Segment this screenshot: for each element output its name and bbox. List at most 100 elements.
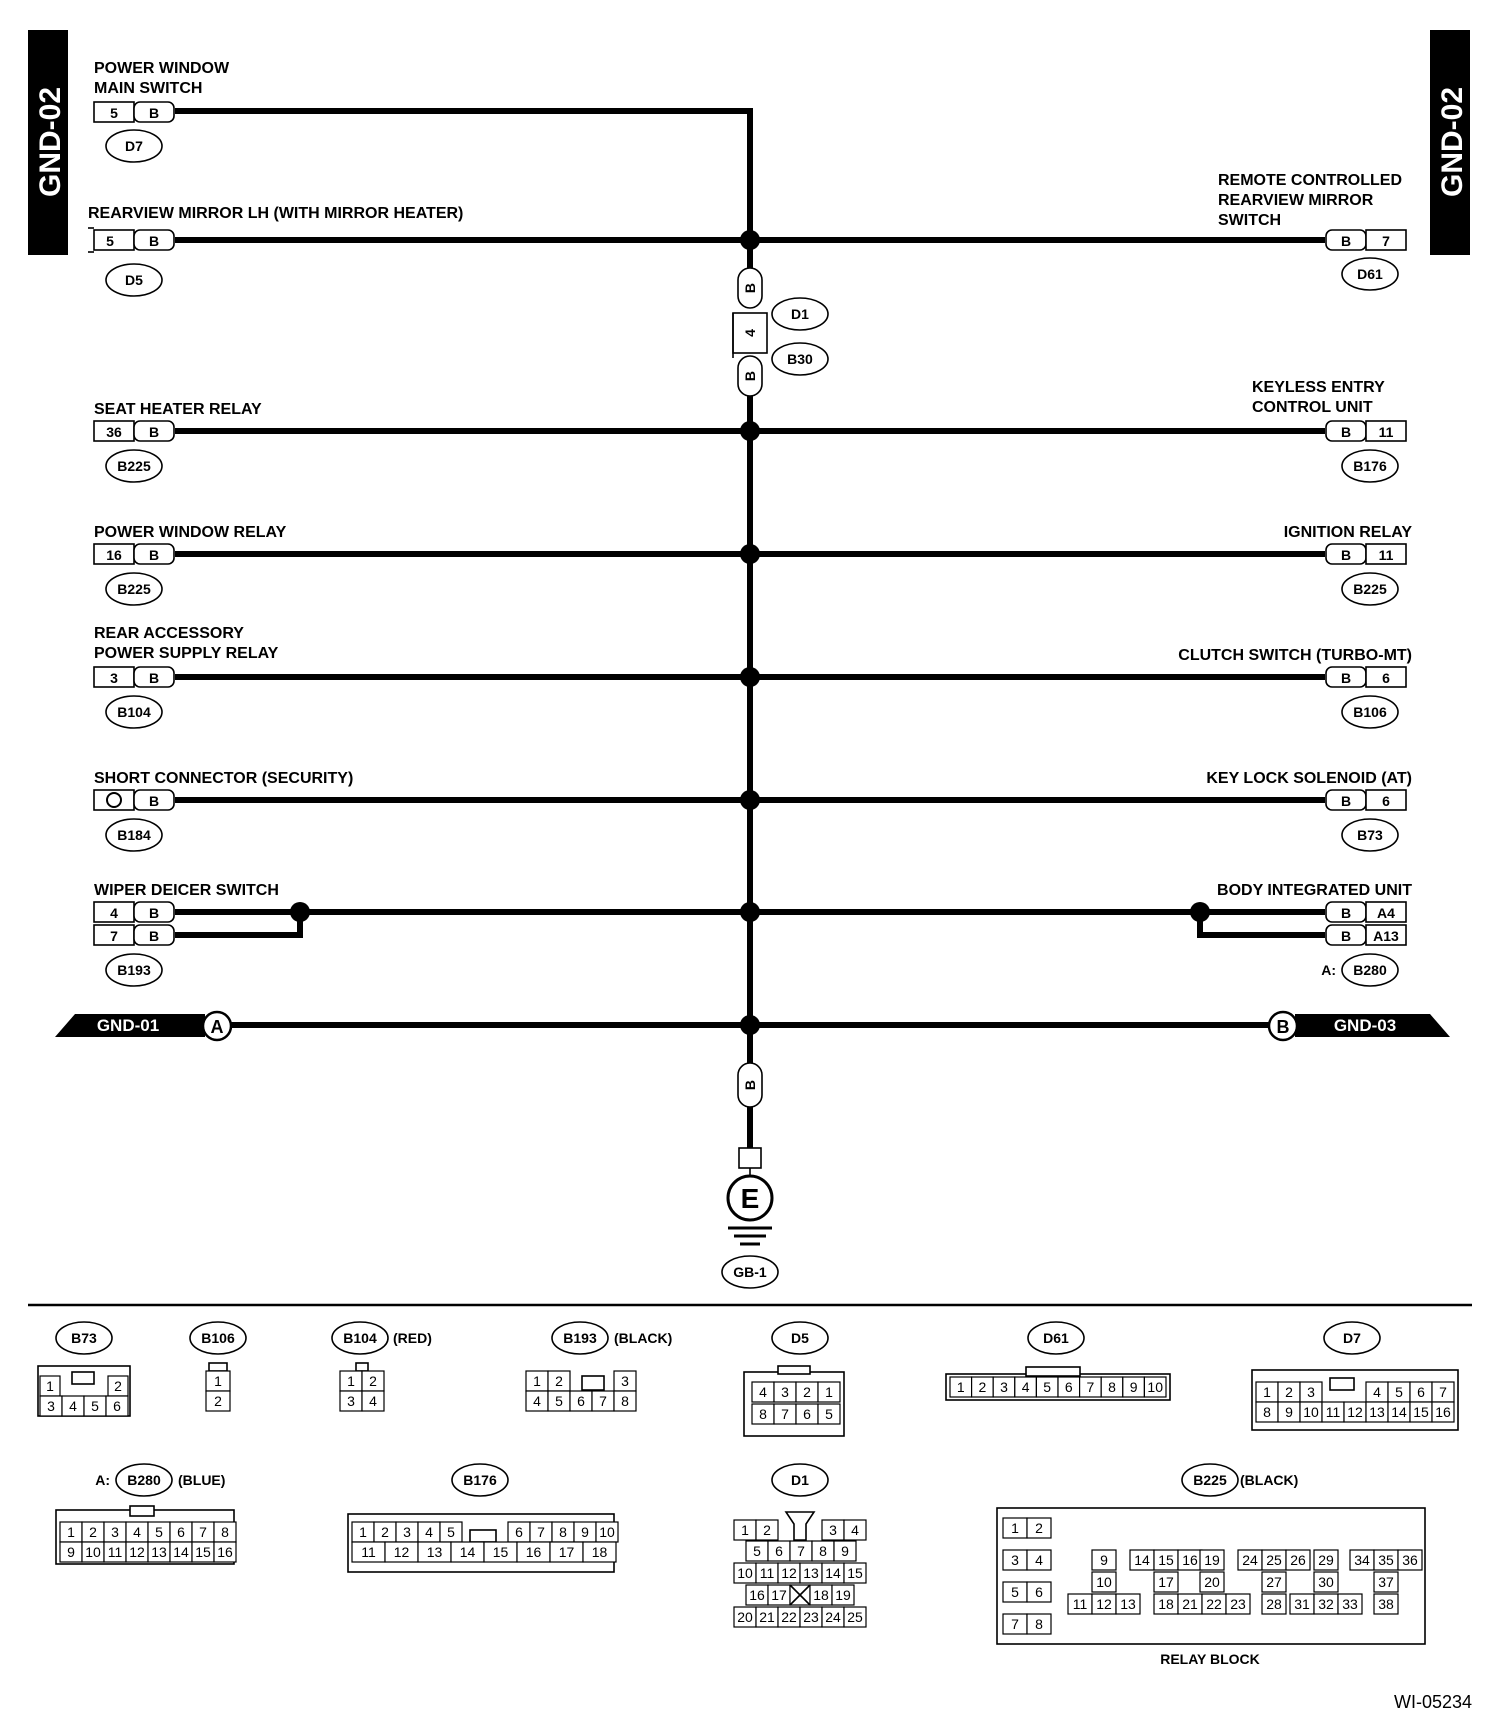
svg-text:B: B	[742, 371, 758, 381]
svg-text:B176: B176	[1353, 458, 1387, 474]
pin-number: 5	[91, 1398, 99, 1414]
svg-text:D5: D5	[791, 1330, 809, 1346]
pin-number: 2	[555, 1373, 563, 1389]
svg-text:B193: B193	[117, 962, 151, 978]
left-comp-d5: REARVIEW MIRROR LH (WITH MIRROR HEATER) …	[88, 205, 463, 297]
pin-number: 2	[381, 1524, 389, 1540]
pin-number: 4	[533, 1393, 541, 1409]
svg-text:D7: D7	[1343, 1330, 1361, 1346]
wire-wiper-pin7	[175, 912, 303, 938]
pin-number: 6	[775, 1543, 783, 1559]
svg-text:4: 4	[110, 905, 118, 921]
pin-number: 7	[797, 1543, 805, 1559]
pin-number: 16	[749, 1587, 765, 1603]
svg-text:B73: B73	[1357, 827, 1383, 843]
pin-number: 8	[621, 1393, 629, 1409]
svg-text:B: B	[1341, 928, 1351, 944]
pin-number: 25	[1266, 1552, 1282, 1568]
left-comp-seat-heater-relay: SEAT HEATER RELAY 36 B B225	[93, 401, 262, 483]
pin-number: 18	[592, 1544, 608, 1560]
svg-text:D61: D61	[1043, 1330, 1069, 1346]
svg-text:POWER SUPPLY RELAY: POWER SUPPLY RELAY	[94, 645, 279, 662]
pin-number: 15	[847, 1565, 863, 1581]
pin-number: 8	[559, 1524, 567, 1540]
pin-number: 3	[47, 1398, 55, 1414]
svg-text:B184: B184	[117, 827, 151, 843]
pin-number: 4	[759, 1384, 767, 1400]
pin-number: 3	[111, 1524, 119, 1540]
pin-number: 26	[1290, 1552, 1306, 1568]
svg-text:SHORT CONNECTOR (SECURITY): SHORT CONNECTOR (SECURITY)	[94, 770, 353, 787]
pin-number: 27	[1266, 1574, 1282, 1590]
svg-text:B: B	[1341, 793, 1351, 809]
pin-number: 11	[760, 1565, 775, 1581]
pin-number: 6	[515, 1524, 523, 1540]
svg-text:SEAT HEATER RELAY: SEAT HEATER RELAY	[94, 401, 262, 418]
pin-number: 6	[1417, 1384, 1425, 1400]
svg-text:11: 11	[1379, 547, 1394, 563]
pin-number: 15	[195, 1544, 211, 1560]
svg-text:KEY LOCK SOLENOID (AT): KEY LOCK SOLENOID (AT)	[1206, 770, 1412, 787]
pin-number: 3	[347, 1393, 355, 1409]
pin-number: 23	[803, 1609, 819, 1625]
pin-number: 18	[813, 1587, 829, 1603]
relay-block-label: RELAY BLOCK	[1160, 1651, 1260, 1667]
pin-number: 4	[369, 1393, 377, 1409]
pin-number: 3	[829, 1522, 837, 1538]
svg-text:B225: B225	[117, 581, 151, 597]
figure-id: WI-05234	[1394, 1692, 1472, 1712]
pin-number: 4	[69, 1398, 77, 1414]
pin-number: 16	[526, 1544, 542, 1560]
pin-number: 1	[359, 1524, 367, 1540]
pin-number: 7	[599, 1393, 607, 1409]
svg-text:(BLACK): (BLACK)	[614, 1330, 672, 1346]
pin-number: 5	[555, 1393, 563, 1409]
svg-text:D5: D5	[125, 272, 143, 288]
svg-text:B: B	[149, 670, 159, 686]
joint-connector: B 4 B D1 B30	[732, 267, 829, 397]
pin-number: 9	[1285, 1404, 1293, 1420]
pin-number: 12	[1347, 1404, 1363, 1420]
svg-text:B: B	[1341, 233, 1351, 249]
pin-number: 28	[1266, 1596, 1282, 1612]
svg-text:B: B	[149, 905, 159, 921]
svg-text:B: B	[149, 424, 159, 440]
svg-text:B106: B106	[1353, 704, 1387, 720]
splice-gnd01: GND-01 A	[55, 1010, 233, 1042]
pin-number: 12	[1096, 1596, 1112, 1612]
pin-number: 1	[741, 1522, 749, 1538]
pin-number: 12	[129, 1544, 145, 1560]
left-comp-rear-accessory-relay: REAR ACCESSORY POWER SUPPLY RELAY 3 B B1…	[93, 625, 279, 729]
svg-text:REARVIEW MIRROR LH (WITH MIRRO: REARVIEW MIRROR LH (WITH MIRROR HEATER)	[88, 205, 463, 222]
pin-number: 2	[763, 1522, 771, 1538]
svg-text:5: 5	[106, 233, 114, 249]
svg-text:B: B	[149, 105, 159, 121]
svg-text:(BLUE): (BLUE)	[178, 1472, 225, 1488]
pin-number: 3	[1011, 1552, 1019, 1568]
pin-number: 14	[1391, 1404, 1407, 1420]
connector-view-b106: B106 12	[189, 1321, 247, 1412]
svg-text:REAR ACCESSORY: REAR ACCESSORY	[94, 625, 244, 642]
svg-text:B: B	[1277, 1017, 1290, 1037]
svg-text:B104: B104	[117, 704, 151, 720]
pin-number: 16	[217, 1544, 233, 1560]
pin-number: 6	[1065, 1379, 1073, 1395]
pin-number: 5	[1395, 1384, 1403, 1400]
pin-number: 3	[1307, 1384, 1315, 1400]
pin-number: 24	[825, 1609, 841, 1625]
pin-number: 10	[1303, 1404, 1319, 1420]
joint-pin: 4	[742, 329, 758, 337]
svg-text:B: B	[742, 1080, 758, 1090]
pin-number: 10	[1096, 1574, 1112, 1590]
pin-number: 16	[1182, 1552, 1198, 1568]
pin-number: 2	[214, 1393, 222, 1409]
pin-number: 21	[1182, 1596, 1198, 1612]
svg-text:(RED): (RED)	[393, 1330, 432, 1346]
svg-text:A: A	[211, 1017, 224, 1037]
